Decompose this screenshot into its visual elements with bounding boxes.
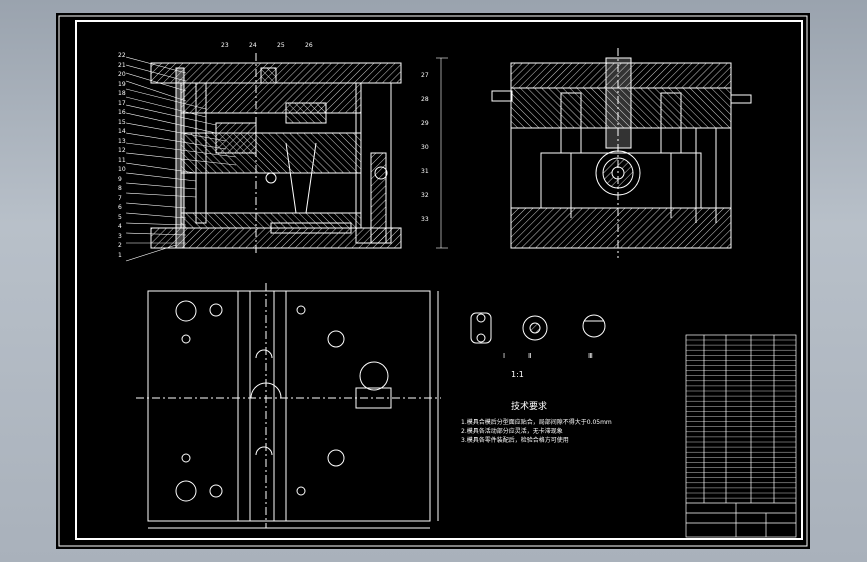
balloon-number: 15 [118, 118, 126, 126]
balloon-number: 18 [118, 90, 126, 97]
balloon-number: 25 [277, 42, 285, 49]
balloon-number: 12 [118, 147, 126, 154]
balloon-number: 13 [118, 137, 126, 145]
balloon-number: 17 [118, 99, 126, 107]
leader-lines-left [125, 56, 237, 262]
balloon-number: 9 [118, 175, 122, 183]
balloon-number: 20 [118, 71, 126, 78]
balloon-number: 8 [118, 185, 122, 192]
front-section-view [150, 53, 402, 253]
balloon-number: 33 [421, 216, 429, 223]
balloon-number: 24 [249, 42, 257, 49]
balloon-number: 14 [118, 128, 126, 135]
balloon-number: 1 [118, 251, 122, 259]
balloon-number: 28 [421, 96, 429, 103]
dimension-height [436, 57, 448, 249]
title-block [685, 334, 797, 538]
balloon-number: 21 [118, 61, 126, 69]
parts-list-rows [686, 339, 796, 499]
balloon-number: 31 [421, 168, 429, 175]
balloon-number: 32 [421, 192, 429, 199]
balloon-number: 30 [421, 144, 429, 151]
balloon-number: 26 [305, 42, 313, 49]
inner-border [75, 20, 803, 540]
tech-requirements-title: 技术要求 [511, 402, 548, 412]
balloon-number: 3 [118, 232, 122, 240]
balloon-number: 11 [118, 156, 126, 164]
balloon-number: 2 [118, 242, 122, 249]
detail-label-2: Ⅱ [528, 352, 532, 360]
balloon-number: 29 [421, 120, 429, 127]
balloon-number: 5 [118, 213, 122, 221]
cad-drawing-viewport[interactable]: 技术要求 1.模具合模后分型面应贴合，局部间隙不得大于0.05mm 2.模具各活… [56, 13, 810, 549]
balloon-number: 10 [118, 166, 126, 173]
detail-parts [470, 312, 606, 344]
balloon-number: 16 [118, 109, 126, 116]
mold-assembly-drawing [58, 15, 808, 547]
balloon-number: 6 [118, 204, 122, 211]
side-section-view [491, 48, 752, 258]
outer-border [58, 15, 808, 547]
balloon-number: 19 [118, 80, 126, 88]
balloon-number: 27 [421, 72, 429, 79]
balloon-number: 22 [118, 52, 126, 59]
plan-view [136, 283, 441, 529]
scale-label: 1:1 [511, 370, 524, 379]
balloon-number: 4 [118, 223, 122, 230]
note-2: 2.模具各活动部分应灵活，无卡滞现象 [461, 428, 563, 435]
note-3: 3.模具各零件装配后，检验合格方可使用 [461, 437, 569, 444]
balloon-number: 7 [118, 194, 122, 202]
detail-label-1: Ⅰ [503, 352, 506, 360]
detail-label-3: Ⅲ [588, 352, 593, 360]
balloon-number: 23 [221, 42, 229, 49]
note-1: 1.模具合模后分型面应贴合，局部间隙不得大于0.05mm [461, 419, 612, 426]
